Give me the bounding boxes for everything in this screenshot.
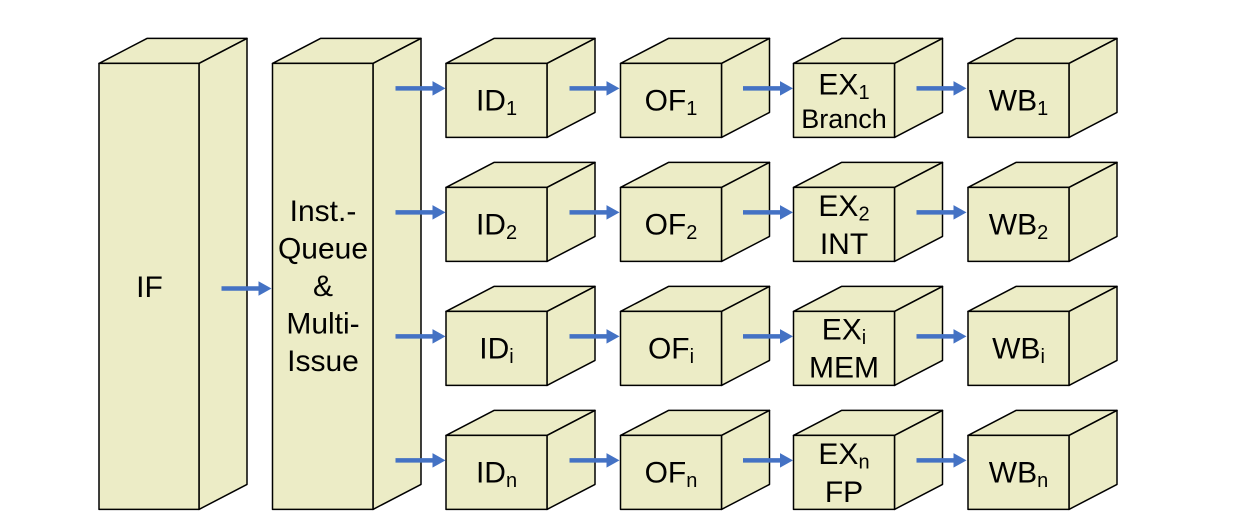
svg-text:Issue: Issue	[287, 345, 359, 378]
svg-text:&: &	[313, 270, 333, 303]
svg-text:MEM: MEM	[809, 351, 879, 384]
svg-text:ID1: ID1	[476, 85, 517, 121]
svg-text:IDi: IDi	[479, 333, 513, 369]
svg-text:IF: IF	[136, 271, 163, 304]
svg-text:Queue: Queue	[278, 233, 368, 266]
svg-text:WBi: WBi	[992, 333, 1045, 369]
svg-text:Inst.-: Inst.-	[290, 195, 357, 228]
svg-text:Branch: Branch	[801, 104, 887, 134]
svg-text:Multi-: Multi-	[286, 308, 359, 341]
svg-text:EXi: EXi	[822, 314, 866, 350]
svg-text:FP: FP	[825, 476, 863, 509]
svg-text:OFi: OFi	[648, 333, 694, 369]
svg-text:INT: INT	[820, 228, 868, 261]
